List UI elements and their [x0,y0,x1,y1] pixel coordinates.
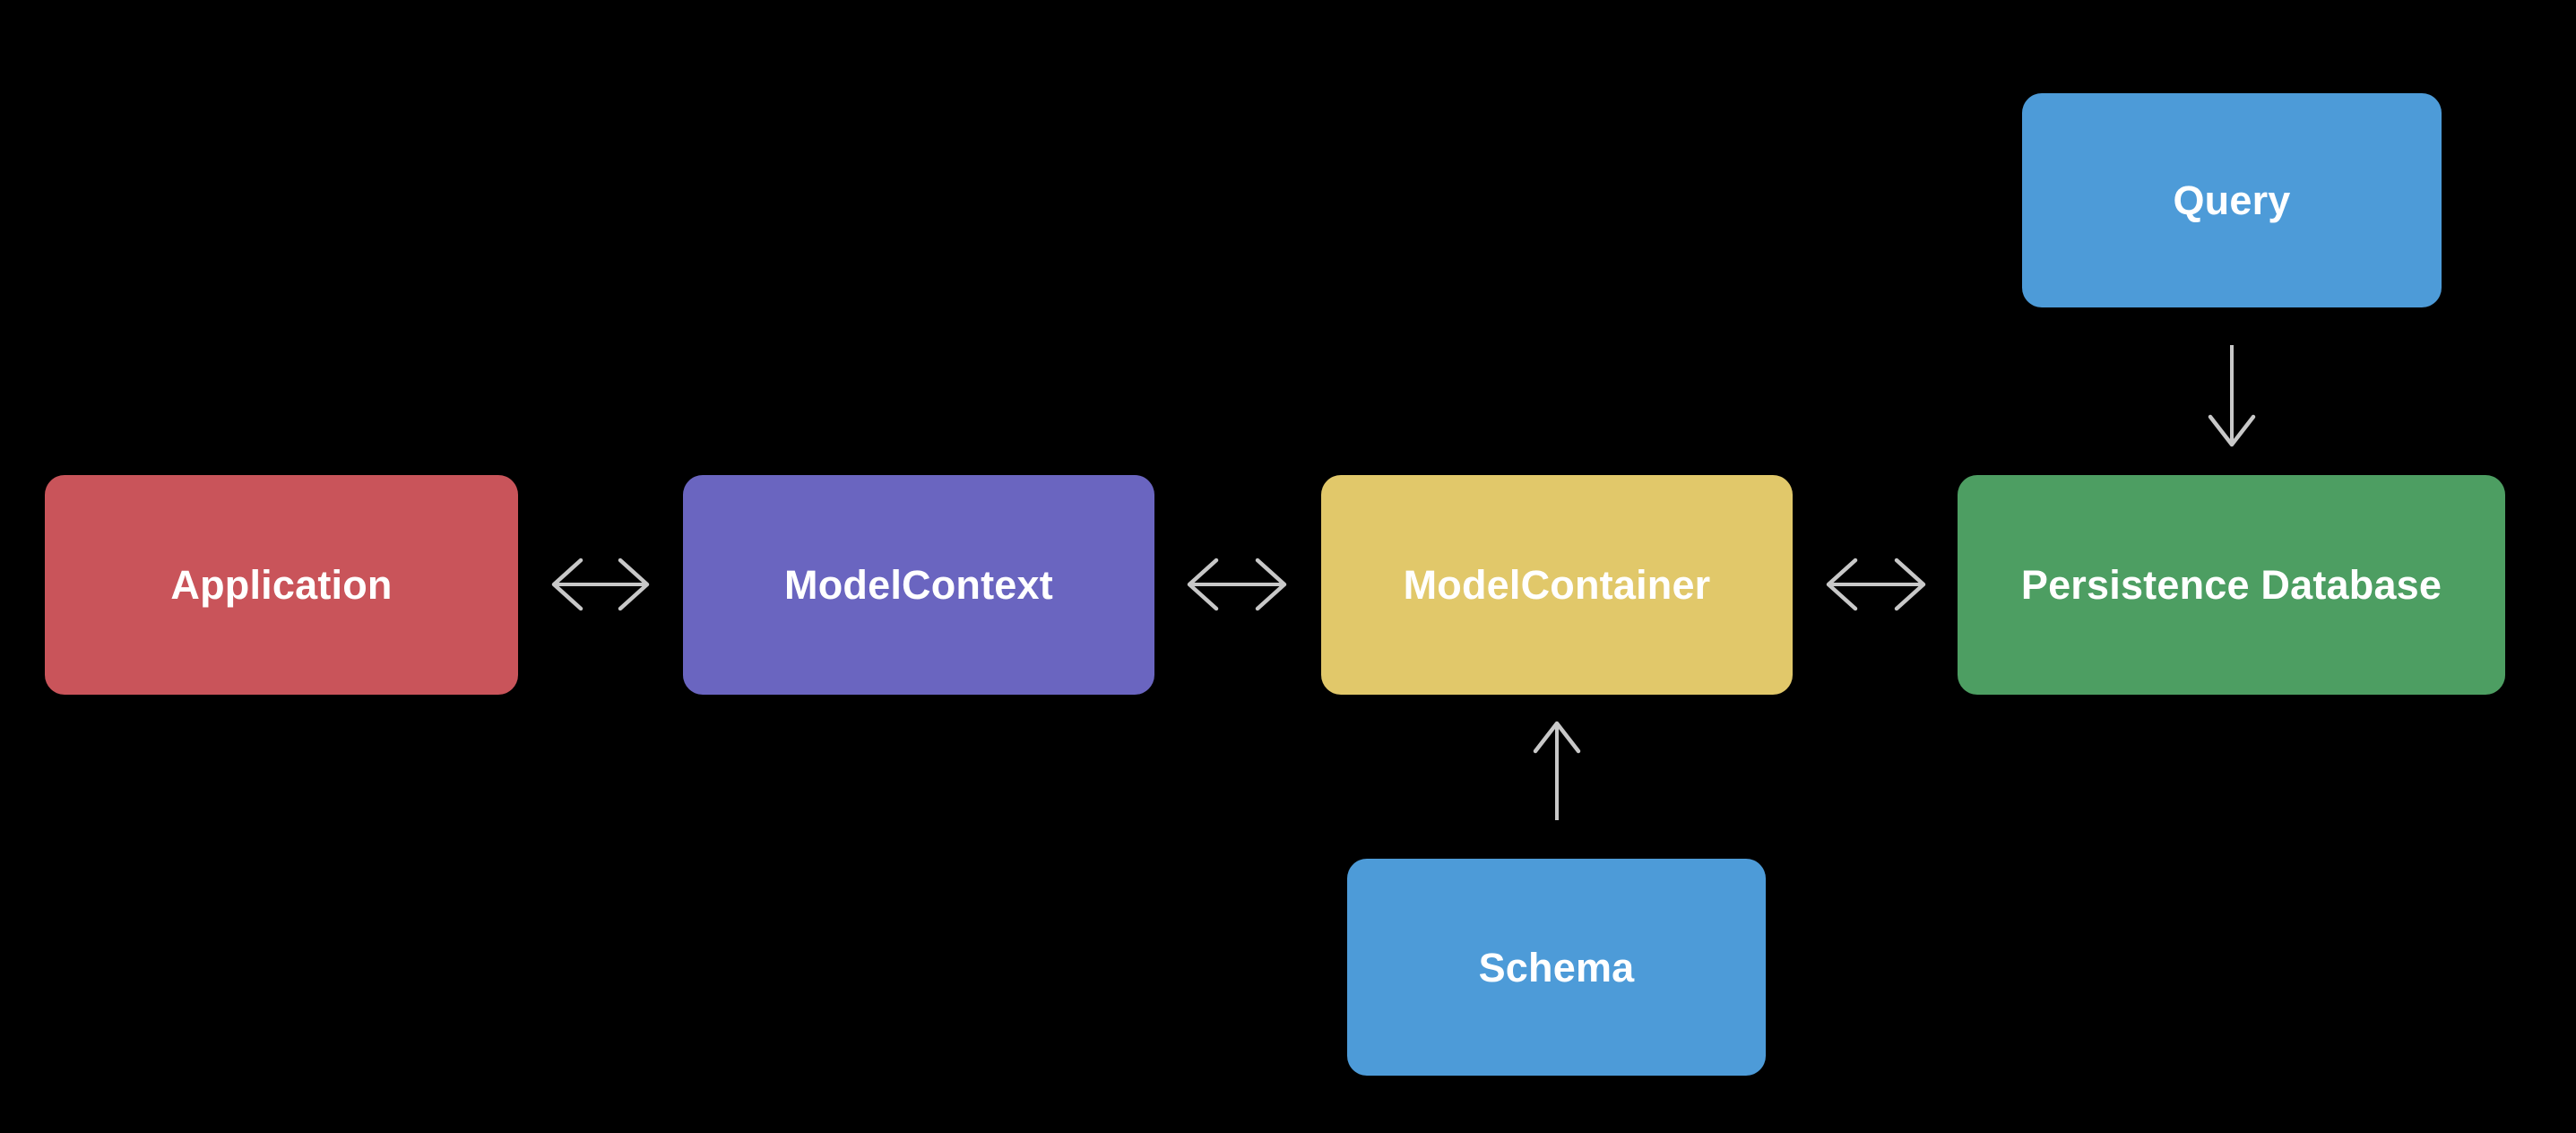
connector-schema-modelcontainer [1533,721,1581,820]
node-query[interactable]: Query [2022,93,2442,307]
connector-query-persistence-database [2208,345,2256,447]
node-query-label: Query [2173,177,2291,223]
node-modelcontainer-label: ModelContainer [1403,562,1711,608]
node-persistence-database-label: Persistence Database [2020,562,2442,608]
node-application-label: Application [170,562,393,608]
node-modelcontext[interactable]: ModelContext [683,475,1154,695]
connector-application-modelcontext [551,558,650,611]
node-modelcontainer[interactable]: ModelContainer [1321,475,1793,695]
node-persistence-database[interactable]: Persistence Database [1958,475,2505,695]
node-application[interactable]: Application [45,475,518,695]
node-modelcontext-label: ModelContext [784,562,1053,608]
connector-modelcontainer-persistence-database [1826,558,1926,611]
node-schema-label: Schema [1478,944,1635,990]
node-schema[interactable]: Schema [1347,859,1766,1076]
connector-modelcontext-modelcontainer [1187,558,1287,611]
